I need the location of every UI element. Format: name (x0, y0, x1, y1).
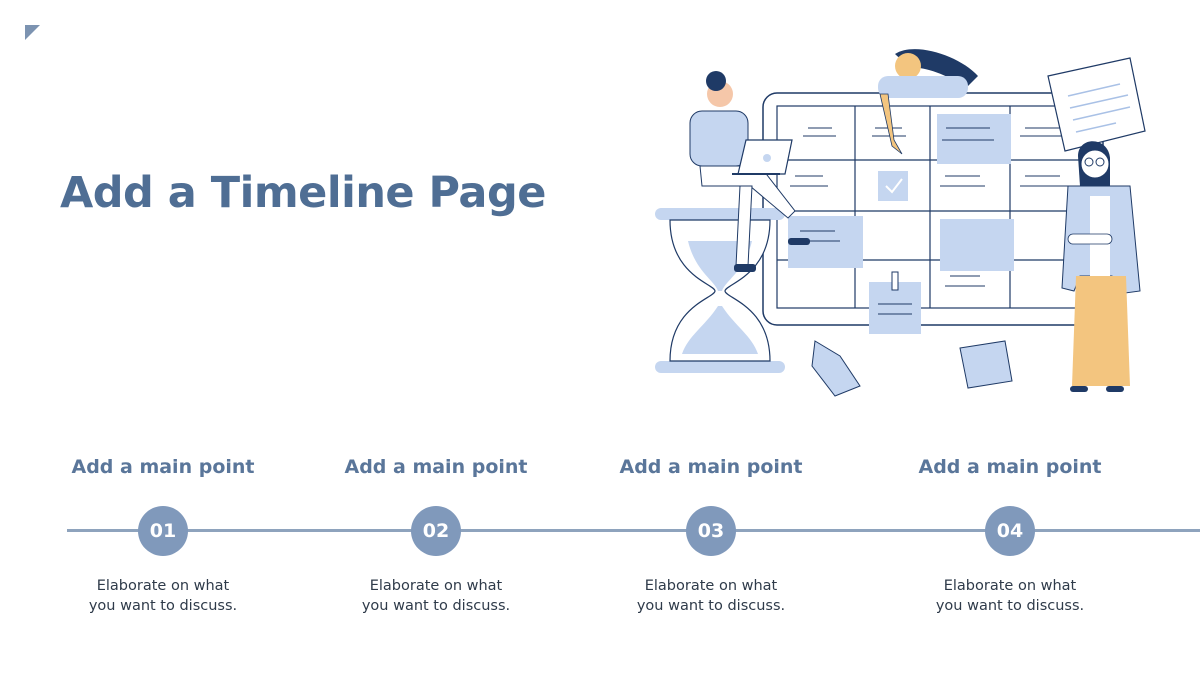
step-description-line: you want to discuss. (88, 598, 238, 614)
step-description-line: Elaborate on what (96, 578, 230, 594)
step-heading: Add a main point (344, 456, 528, 478)
step-number-badge: 03 (686, 506, 736, 556)
step-heading: Add a main point (71, 456, 255, 478)
step-description: Elaborate on what you want to discuss. (601, 576, 821, 616)
page-title: Add a Timeline Page (60, 168, 546, 218)
step-description-line: you want to discuss. (361, 598, 511, 614)
timeline-step-4: Add a main point 04 Elaborate on what yo… (900, 450, 1120, 614)
step-number-badge: 01 (138, 506, 188, 556)
step-description-line: you want to discuss. (935, 598, 1085, 614)
step-description-line: Elaborate on what (369, 578, 503, 594)
step-description: Elaborate on what you want to discuss. (900, 576, 1120, 616)
step-description-line: Elaborate on what (943, 578, 1077, 594)
timeline-step-2: Add a main point 02 Elaborate on what yo… (326, 450, 546, 614)
timeline-step-1: Add a main point 01 Elaborate on what yo… (53, 450, 273, 614)
step-description-line: Elaborate on what (644, 578, 778, 594)
step-heading: Add a main point (918, 456, 1102, 478)
step-number-badge: 04 (985, 506, 1035, 556)
timeline-illustration (655, 49, 1146, 397)
step-number-badge: 02 (411, 506, 461, 556)
leaning-person-figure (878, 49, 978, 155)
paper-note-icon (811, 340, 1013, 397)
step-heading: Add a main point (619, 456, 803, 478)
clipboard-icon (1047, 57, 1146, 152)
seated-person-figure (689, 71, 810, 272)
step-description-line: you want to discuss. (636, 598, 786, 614)
laptop-icon (732, 139, 793, 175)
timeline-step-3: Add a main point 03 Elaborate on what yo… (601, 450, 821, 614)
step-description: Elaborate on what you want to discuss. (53, 576, 273, 616)
step-description: Elaborate on what you want to discuss. (326, 576, 546, 616)
calendar-grid-icon (762, 92, 1104, 334)
corner-triangle-icon (25, 25, 40, 40)
standing-person-figure (1061, 141, 1141, 392)
timeline-line (67, 529, 1200, 532)
